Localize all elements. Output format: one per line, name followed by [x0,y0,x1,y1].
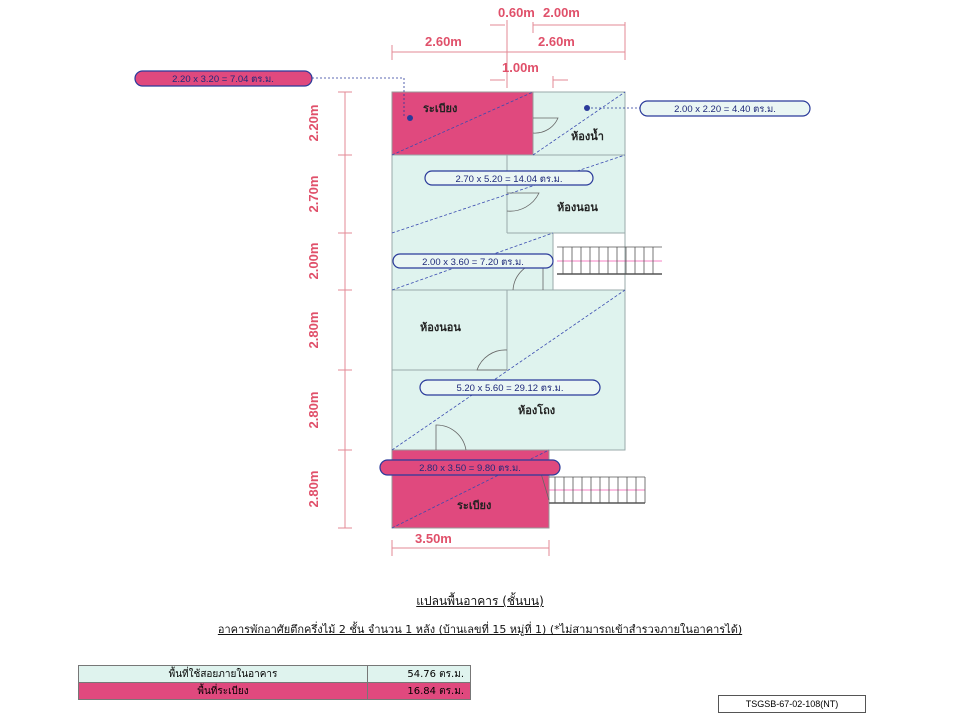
area-balcony-top: 2.20 x 3.20 = 7.04 ตร.ม. [172,74,274,85]
walls [392,154,625,371]
dim-1.00: 1.00m [502,60,539,75]
dim-2.60-right: 2.60m [538,34,575,49]
plan-subtitle: อาคารพักอาศัยตึกครึ่งไม้ 2 ชั้น จำนวน 1 … [217,623,743,636]
area-hall: 5.20 x 5.60 = 29.12 ตร.ม. [456,383,563,394]
table-row: พื้นที่ระเบียง 16.84 ตร.ม. [78,682,471,700]
dim-3.50: 3.50m [415,531,452,546]
plan-title: แปลนพื้นอาคาร (ชั้นบน) [416,594,544,608]
dim-0.60: 0.60m [498,5,535,20]
door-hall [435,424,467,451]
door-bedroom2 [476,349,508,371]
stairs-bottom [549,476,646,504]
dim-left-6: 2.80m [306,471,321,508]
dim-left-3: 2.00m [306,243,321,280]
dim-left-2: 2.70m [306,176,321,213]
room-label-bedroom1: ห้องนอน [557,201,598,214]
summary-value: 54.76 ตร.ม. [367,665,471,683]
dimension-lines [338,20,626,556]
stair-well [552,232,626,291]
door-bedroom1 [506,192,540,212]
dim-left-1: 2.20m [306,105,321,142]
room-label-balcony-bottom: ระเบียง [457,499,491,512]
room-label-balcony-top: ระเบียง [423,102,457,115]
area-bathroom: 2.00 x 2.20 = 4.40 ตร.ม. [674,104,776,115]
dim-2.60-left: 2.60m [425,34,462,49]
summary-label: พื้นที่ระเบียง [78,682,368,700]
room-label-bathroom: ห้องน้ำ [571,128,604,143]
dim-left-4: 2.80m [306,312,321,349]
dim-2.00: 2.00m [543,5,580,20]
door-bathroom [532,117,559,134]
dim-left-5: 2.80m [306,392,321,429]
summary-label: พื้นที่ใช้สอยภายในอาคาร [78,665,368,683]
area-summary-table: พื้นที่ใช้สอยภายในอาคาร 54.76 ตร.ม. พื้น… [78,665,471,700]
stairs-top [557,246,662,275]
document-code: TSGSB-67-02-108(NT) [718,695,866,713]
area-balcony-bottom: 2.80 x 3.50 = 9.80 ตร.ม. [419,463,521,474]
area-pills [134,70,811,476]
area-bedroom1: 2.70 x 5.20 = 14.04 ตร.ม. [455,174,562,185]
room-label-hall: ห้องโถง [518,403,555,417]
summary-value: 16.84 ตร.ม. [367,682,471,700]
room-label-bedroom2: ห้องนอน [420,321,461,334]
area-corridor: 2.00 x 3.60 = 7.20 ตร.ม. [422,257,524,268]
table-row: พื้นที่ใช้สอยภายในอาคาร 54.76 ตร.ม. [78,665,471,683]
